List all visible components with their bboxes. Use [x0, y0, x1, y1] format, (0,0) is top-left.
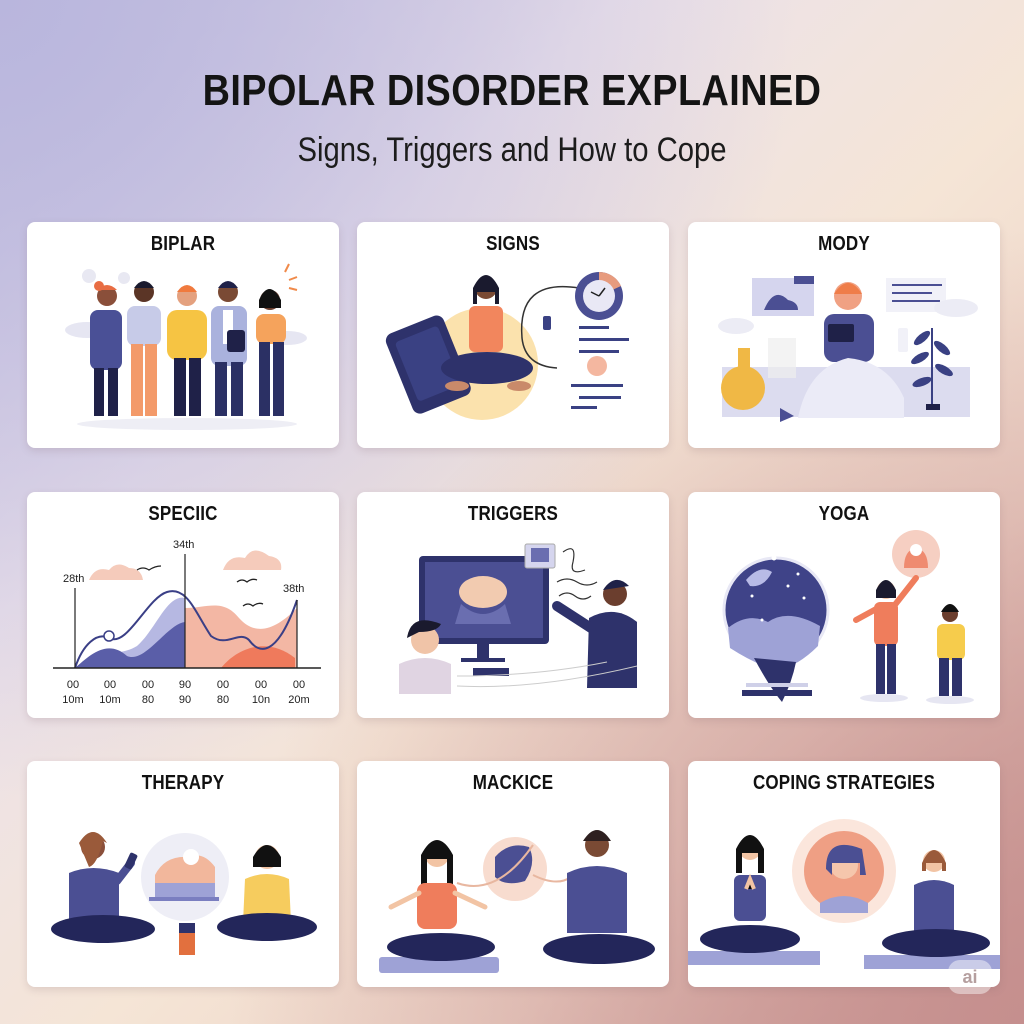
mood-wave-chart: 28th 34th 38th 00 00 00 90 00 00 00 10m … [53, 539, 321, 706]
svg-text:80: 80 [142, 694, 154, 706]
annotation-38th: 38th [283, 583, 304, 595]
card-mody: MODY [688, 222, 1000, 448]
card-coping-strategies: COPING STRATEGIES [688, 761, 1000, 987]
card-title: COPING STRATEGIES [752, 772, 936, 794]
annotation-34th: 34th [173, 539, 194, 551]
svg-text:00: 00 [104, 679, 116, 691]
card-title: THERAPY [141, 772, 225, 794]
svg-text:90: 90 [179, 694, 191, 706]
meditation-illustration [379, 830, 655, 973]
card-signs: SIGNS [357, 222, 669, 448]
svg-text:10m: 10m [99, 694, 120, 706]
coping-illustration [688, 819, 1000, 969]
svg-text:90: 90 [179, 679, 191, 691]
page-subtitle: Signs, Triggers and How to Cope [297, 131, 727, 169]
card-title: SIGNS [486, 233, 540, 255]
svg-text:10n: 10n [252, 694, 270, 706]
card-triggers: TRIGGERS [357, 492, 669, 718]
card-title: SPECIIC [148, 503, 218, 525]
card-title: YOGA [818, 503, 870, 525]
annotation-28th: 28th [63, 573, 84, 585]
svg-text:00: 00 [67, 679, 79, 691]
svg-text:20m: 20m [288, 694, 309, 706]
watermark-badge: ai [948, 960, 992, 994]
card-title: MODY [818, 233, 870, 255]
svg-text:80: 80 [217, 694, 229, 706]
therapy-illustration [51, 832, 317, 955]
card-therapy: THERAPY [27, 761, 339, 987]
signs-illustration [385, 271, 629, 420]
reading-in-bed-illustration [718, 276, 978, 422]
card-speciic-chart: SPECIIC 28th 34th 38th 00 00 00 90 00 00… [27, 492, 339, 718]
card-title: TRIGGERS [467, 503, 559, 525]
page-title: BIPOLAR DISORDER EXPLAINED [202, 66, 822, 115]
svg-text:00: 00 [142, 679, 154, 691]
svg-text:00: 00 [293, 679, 305, 691]
svg-text:10m: 10m [62, 694, 83, 706]
yoga-illustration [722, 530, 974, 704]
card-biplar: BIPLAR [27, 222, 339, 448]
card-yoga: YOGA [688, 492, 1000, 718]
card-title: MACKICE [472, 772, 554, 794]
card-mackice: MACKICE [357, 761, 669, 987]
triggers-illustration [399, 543, 638, 694]
svg-text:00: 00 [217, 679, 229, 691]
group-of-people-illustration [65, 263, 307, 430]
svg-text:00: 00 [255, 679, 267, 691]
card-title: BIPLAR [150, 233, 216, 255]
